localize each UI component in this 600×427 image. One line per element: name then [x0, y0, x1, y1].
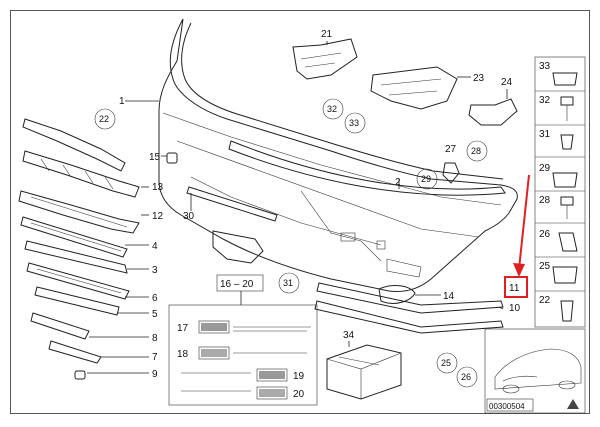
- fog-light-cover-14[interactable]: [378, 285, 416, 304]
- hw-22: 22: [539, 295, 551, 306]
- clip-nut-33[interactable]: [552, 72, 578, 86]
- svg-text:25: 25: [441, 358, 451, 368]
- bracket-26[interactable]: [558, 232, 578, 252]
- hw-31: 31: [539, 129, 551, 140]
- label-34: 34: [343, 330, 355, 341]
- grille-5[interactable]: [34, 286, 120, 316]
- circled-29: 29: [416, 168, 438, 190]
- label-19: 19: [293, 371, 305, 382]
- hw-25: 25: [539, 261, 551, 272]
- expanding-rivet-31[interactable]: [560, 134, 574, 150]
- insert-17[interactable]: [198, 320, 311, 334]
- bumper-trim-strip[interactable]: [228, 140, 506, 196]
- inserts-box: [168, 304, 318, 406]
- label-5: 5: [152, 309, 158, 320]
- highlight-annotation: [504, 174, 530, 298]
- lower-trim-11[interactable]: [316, 282, 504, 314]
- label-4: 4: [152, 241, 158, 252]
- hardware-labels: 33 32 31 29 28 26 25 22: [539, 61, 551, 306]
- label-10: 10: [509, 303, 521, 314]
- svg-text:32: 32: [327, 104, 337, 114]
- rivet-22[interactable]: [560, 300, 574, 322]
- circled-31: 31: [278, 272, 300, 294]
- plug-9[interactable]: [74, 370, 86, 380]
- label-24: 24: [501, 77, 513, 88]
- clip-27[interactable]: [442, 162, 460, 184]
- bracket-7[interactable]: [48, 340, 102, 364]
- svg-text:26: 26: [461, 372, 471, 382]
- circled-25: 25: [436, 352, 458, 374]
- svg-text:31: 31: [283, 278, 293, 288]
- grille-13[interactable]: [22, 150, 140, 198]
- screw-32[interactable]: [560, 96, 574, 121]
- clip-15[interactable]: [166, 152, 178, 164]
- grille-4[interactable]: [20, 216, 128, 258]
- grille-22[interactable]: [22, 118, 126, 172]
- circled-26: 26: [456, 366, 478, 388]
- group-label-box: [216, 274, 264, 292]
- label-20: 20: [293, 389, 305, 400]
- hw-28: 28: [539, 195, 551, 206]
- svg-text:29: 29: [421, 174, 431, 184]
- warning-icon: [567, 399, 579, 409]
- bumper-cover[interactable]: [158, 18, 518, 292]
- diagram-code: 00300504: [489, 402, 525, 411]
- label-16-20: 16 – 20: [220, 279, 254, 290]
- circled-32: 32: [322, 98, 344, 120]
- insert-18[interactable]: [198, 346, 307, 360]
- lower-strip-30[interactable]: [186, 186, 278, 222]
- label-27: 27: [445, 144, 457, 155]
- label-9: 9: [152, 369, 158, 380]
- circled-22: 22: [94, 108, 116, 130]
- bracket-8[interactable]: [30, 312, 90, 340]
- label-6: 6: [152, 293, 158, 304]
- insert-bracket[interactable]: [212, 230, 264, 264]
- label-15: 15: [149, 152, 161, 163]
- hw-32: 32: [539, 95, 551, 106]
- hw-29: 29: [539, 163, 551, 174]
- insert-20[interactable]: [181, 386, 288, 400]
- grille-3[interactable]: [24, 240, 128, 274]
- label-2: 2: [395, 177, 401, 188]
- label-30: 30: [183, 211, 195, 222]
- clip-nut-25[interactable]: [552, 266, 578, 284]
- lower-trim-10[interactable]: [314, 300, 504, 334]
- diagram-frame: 00300504 1 2 3 4 5 6 7 8: [10, 10, 590, 414]
- grille-12[interactable]: [18, 190, 140, 234]
- svg-text:28: 28: [471, 146, 481, 156]
- screw-28[interactable]: [560, 196, 574, 219]
- label-12: 12: [152, 211, 164, 222]
- bracket-24[interactable]: [468, 98, 518, 126]
- hardware-column: [534, 56, 586, 328]
- label-7: 7: [152, 352, 158, 363]
- label-3: 3: [152, 265, 158, 276]
- label-8: 8: [152, 333, 158, 344]
- parts-diagram: 00300504 1 2 3 4 5 6 7 8: [18, 18, 586, 414]
- svg-text:33: 33: [349, 118, 359, 128]
- svg-text:22: 22: [99, 114, 109, 124]
- label-1: 1: [119, 96, 125, 107]
- air-duct-21[interactable]: [292, 38, 358, 80]
- label-14: 14: [443, 291, 455, 302]
- circled-33: 33: [344, 112, 366, 134]
- grille-6[interactable]: [26, 262, 130, 300]
- circled-28: 28: [466, 140, 488, 162]
- car-thumbnail: 00300504: [484, 328, 586, 414]
- label-13: 13: [152, 182, 164, 193]
- label-17: 17: [177, 323, 189, 334]
- hw-26: 26: [539, 229, 551, 240]
- hw-33: 33: [539, 61, 551, 72]
- clip-nut-29[interactable]: [552, 172, 578, 188]
- kit-box-34[interactable]: [326, 344, 402, 400]
- label-18: 18: [177, 349, 189, 360]
- air-duct-23[interactable]: [370, 66, 458, 110]
- insert-19[interactable]: [181, 368, 288, 382]
- label-21: 21: [321, 29, 333, 40]
- label-23: 23: [473, 73, 485, 84]
- label-11: 11: [509, 283, 520, 294]
